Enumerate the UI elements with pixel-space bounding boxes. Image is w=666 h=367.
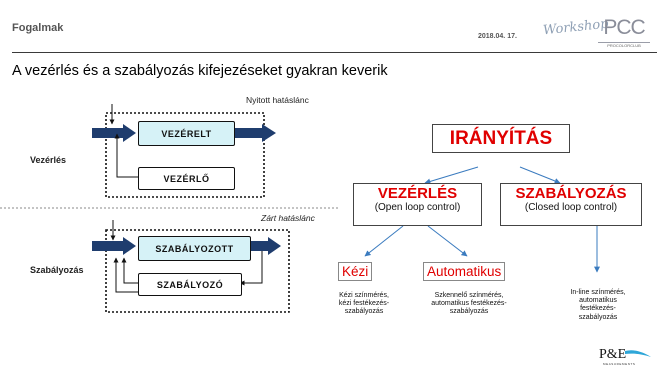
desc-line: szabályozás (449, 308, 489, 316)
tree-link-right (519, 166, 561, 184)
pe-logo-subtext: MEASUREMENTS (603, 362, 636, 366)
desc-line: kézi festékezés- (338, 300, 390, 308)
slide-title: Fogalmak (12, 22, 64, 34)
slide-date: 2018.04. 17. (478, 33, 517, 40)
desc-line: In-line színmérés, (570, 289, 626, 296)
pcc-logo-subtext: PROCOLORCLUB (607, 43, 641, 48)
tree-node-closed-title: SZABÁLYOZÁS (515, 185, 627, 202)
pcc-logo: PCC PROCOLORCLUB (596, 16, 652, 48)
tree-node-open-title: VEZÉRLÉS (377, 185, 458, 202)
slide-subtitle: A vezérlés és a szabályozás kifejezéseke… (12, 63, 388, 79)
closed-loop-frame (105, 229, 290, 313)
controller-box-closed: SZABÁLYOZÓ (138, 273, 242, 296)
desc-line: szabályozás (344, 308, 384, 316)
closed-feedback-line (239, 251, 263, 286)
closed-row-label: Szabályozás (30, 265, 84, 275)
tree-root-label: IRÁNYÍTÁS (449, 128, 553, 149)
closed-output-arrow (249, 237, 281, 255)
leaf-inline-description: In-line színmérés, automatikus festékezé… (553, 289, 643, 322)
desc-line: festékezés- (580, 305, 616, 313)
open-loop-frame (105, 112, 265, 198)
closed-feed-line-outer (113, 257, 138, 293)
open-output-arrow (233, 124, 276, 142)
pe-measurements-logo: P&E MEASUREMENTS (599, 347, 651, 366)
leaf-manual: Kézi (338, 262, 373, 281)
pcc-logo-line (598, 42, 650, 43)
open-input-arrow (92, 124, 136, 142)
open-feed-line (114, 133, 138, 178)
header-divider (12, 52, 657, 53)
tree-link-manual (364, 225, 404, 257)
desc-line: Kézi színmérés, (339, 292, 389, 299)
tree-root: IRÁNYÍTÁS (432, 124, 570, 153)
desc-line: automatikus festékezés- (431, 300, 507, 308)
tree-node-open-subtitle: (Open loop control) (374, 202, 461, 213)
closed-input-arrow (92, 237, 136, 255)
tree-node-closed-subtitle: (Closed loop control) (524, 202, 618, 213)
desc-line: szabályozás (578, 313, 618, 321)
pe-logo-text: P&E (599, 347, 627, 362)
desc-line: automatikus (579, 297, 617, 305)
open-loop-label: Nyitott hatáslánc (246, 95, 309, 105)
leaf-manual-description: Kézi színmérés, kézi festékezés- szabály… (323, 292, 405, 317)
controlled-box-closed: SZABÁLYOZOTT (138, 236, 251, 261)
tree-link-left (424, 166, 479, 185)
closed-feed-line-inner (121, 257, 138, 284)
open-row-label: Vezérlés (30, 155, 67, 165)
tree-link-auto (427, 225, 468, 257)
desc-line: Szkennelő színmérés, (434, 292, 504, 299)
tree-node-closed-loop: SZABÁLYOZÁS (Closed loop control) (500, 183, 642, 226)
pcc-logo-text: PCC (603, 16, 645, 39)
controller-box-open: VEZÉRLŐ (138, 167, 235, 190)
controlled-box-open: VEZÉRELT (138, 121, 235, 146)
pe-swoosh-icon (625, 350, 651, 357)
leaf-automatic-description: Szkennelő színmérés, automatikus festéke… (419, 292, 519, 317)
closed-loop-label: Zárt hatáslánc (261, 213, 315, 223)
slide-header: Fogalmak 2018.04. 17. Workshop PCC PROCO… (0, 0, 666, 52)
tree-node-open-loop: VEZÉRLÉS (Open loop control) (353, 183, 482, 226)
leaf-automatic: Automatikus (423, 262, 506, 281)
